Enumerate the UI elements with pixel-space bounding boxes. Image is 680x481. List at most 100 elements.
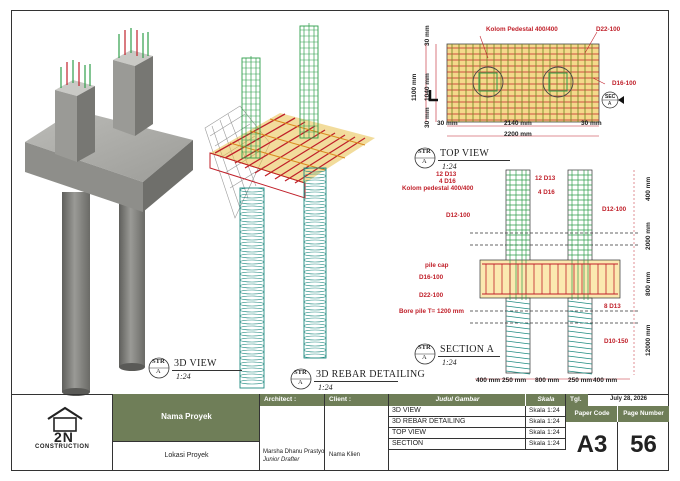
page-number-cell: 56 — [618, 422, 669, 471]
view-tag-letter: A — [156, 368, 161, 375]
dim-w30a: 30 mm — [437, 120, 458, 127]
view-tag-circle — [414, 147, 436, 169]
drawing-row-name: TOP VIEW — [392, 429, 426, 436]
drawing-row-name: 3D VIEW — [392, 407, 421, 414]
client-label: Client : — [329, 396, 352, 403]
architect-label: Architect : — [264, 396, 297, 403]
view-tag-circle — [414, 343, 436, 365]
sec-label-kolom: Kolom pedestal 400/400 — [402, 185, 474, 192]
dim-w2140: 2140 mm — [504, 120, 532, 127]
date-label-cell: Tgl. — [566, 394, 588, 406]
view-tag-letter: A — [298, 379, 303, 386]
sec-label-d16b: 4 D16 — [538, 189, 555, 196]
sec-marker-code: SEC — [605, 94, 616, 100]
drawing-row-scale: Skala 1:24 — [529, 418, 560, 425]
sec-dim-bot-c: 800 mm — [535, 377, 560, 384]
project-name: Nama Proyek — [161, 412, 212, 421]
drawing-title-header: Judul Gambar — [389, 394, 526, 406]
architect-header: Architect : — [260, 394, 325, 406]
sec-label-bore: Bore pile T= 1200 mm — [399, 308, 464, 315]
drawing-row: 3D REBAR DETAILING — [389, 417, 526, 428]
sec-dim-bot-a: 400 mm — [476, 377, 501, 384]
paper-code-label: Paper Code — [574, 410, 610, 417]
view-title: 3D VIEW — [174, 358, 217, 369]
dim-h1100: 1100 mm — [411, 73, 418, 101]
dim-h30b: 30 mm — [424, 107, 431, 128]
date-value: July 28, 2026 — [609, 396, 648, 402]
date-cell: July 28, 2026 — [588, 394, 669, 406]
date-label: Tgl. — [570, 396, 582, 403]
paper-code-cell: A3 — [566, 422, 618, 471]
company-logo: 2N CONSTRUCTION — [11, 394, 113, 471]
view-tag-circle — [290, 368, 312, 390]
project-name-cell: Nama Proyek — [113, 394, 260, 441]
sec-dim-bot-b: 250 mm — [502, 377, 527, 384]
view-title: TOP VIEW — [440, 148, 490, 159]
drawing-row-scale-cell: Skala 1:24 — [526, 439, 566, 450]
view-tag-letter: A — [422, 158, 427, 165]
drawing-row: 3D VIEW — [389, 406, 526, 417]
scale-header: Skala — [526, 394, 566, 406]
view-tag-code: STR — [152, 358, 165, 365]
scale-label: Skala — [537, 396, 555, 403]
sec-label-d16a: 4 D16 — [439, 178, 456, 185]
project-location: Lokasi Proyek — [164, 452, 209, 459]
architect-name: Marsha Dhanu Prastyo — [263, 449, 325, 455]
drawing-row-scale-cell: Skala 1:24 — [526, 417, 566, 428]
company-name: 2N — [54, 429, 74, 445]
view-scale: 1:24 — [318, 383, 333, 392]
top-label-d22: D22-100 — [596, 26, 621, 33]
client-header: Client : — [325, 394, 389, 406]
sec-marker-letter: A — [608, 101, 612, 107]
view-title: SECTION A — [440, 344, 495, 355]
title-block: 2N CONSTRUCTION Nama Proyek Lokasi Proye… — [11, 394, 669, 471]
view-scale: 1:24 — [176, 372, 191, 381]
drawing-row-scale-cell: Skala 1:24 — [526, 406, 566, 417]
sec-dim-right-a: 400 mm — [645, 176, 652, 201]
paper-code: A3 — [576, 431, 608, 458]
sec-dim-bot-e: 400 mm — [593, 377, 618, 384]
sec-dim-right-b: 2000 mm — [645, 222, 652, 250]
page-number-header: Page Number — [618, 406, 669, 422]
view-tag-code: STR — [418, 148, 431, 155]
top-label-kolom: Kolom Pedestal 400/400 — [486, 26, 558, 33]
page-number: 56 — [630, 431, 657, 458]
rebar-3d-view — [204, 23, 375, 389]
drawing-title-label: Judul Gambar — [435, 396, 480, 403]
drawing-row-scale: Skala 1:24 — [529, 429, 560, 436]
top-label-d16: D16-100 — [612, 80, 637, 87]
drawing-row-name: SECTION — [392, 440, 424, 447]
sec-label-d22-100: D22-100 — [419, 292, 444, 299]
house-icon — [47, 406, 83, 432]
view-tag-code: STR — [294, 369, 307, 376]
view-title: 3D REBAR DETAILING — [316, 369, 426, 380]
section-a-drawing — [470, 169, 640, 380]
drawing-row: SECTION — [389, 439, 526, 450]
view-scale: 1:24 — [442, 162, 457, 171]
sec-label-pilecap: pile cap — [425, 262, 449, 269]
drawing-row-name: 3D REBAR DETAILING — [392, 418, 466, 425]
sec-label-d13c: 8 D13 — [604, 303, 621, 310]
sec-dim-right-d: 12000 mm — [645, 324, 652, 356]
drawing-row-scale: Skala 1:24 — [529, 440, 560, 447]
drawing-row: TOP VIEW — [389, 428, 526, 439]
dim-h1040: 1040 mm — [424, 73, 431, 101]
view-tag-letter: A — [422, 354, 427, 361]
drawing-row-scale: Skala 1:24 — [529, 407, 560, 414]
sec-label-d12b: D12-100 — [602, 206, 627, 213]
sec-dim-bot-d: 250 mm — [568, 377, 593, 384]
architect-role: Junior Drafter — [263, 457, 300, 463]
page-number-label: Page Number — [623, 410, 664, 417]
sec-label-d16-100: D16-100 — [419, 274, 444, 281]
drawing-row-scale-cell: Skala 1:24 — [526, 428, 566, 439]
dim-w30b: 30 mm — [581, 120, 602, 127]
view-tag-circle — [148, 357, 170, 379]
top-view-plan — [425, 31, 624, 137]
project-location-cell: Lokasi Proyek — [113, 441, 260, 471]
client-name: Nama Klien — [329, 452, 361, 458]
company-subtitle: CONSTRUCTION — [35, 444, 90, 450]
sec-label-d12a: D12-100 — [446, 212, 471, 219]
concrete-3d-view — [25, 28, 193, 396]
sec-label-d13a: 12 D13 — [535, 175, 556, 182]
view-scale: 1:24 — [442, 358, 457, 367]
